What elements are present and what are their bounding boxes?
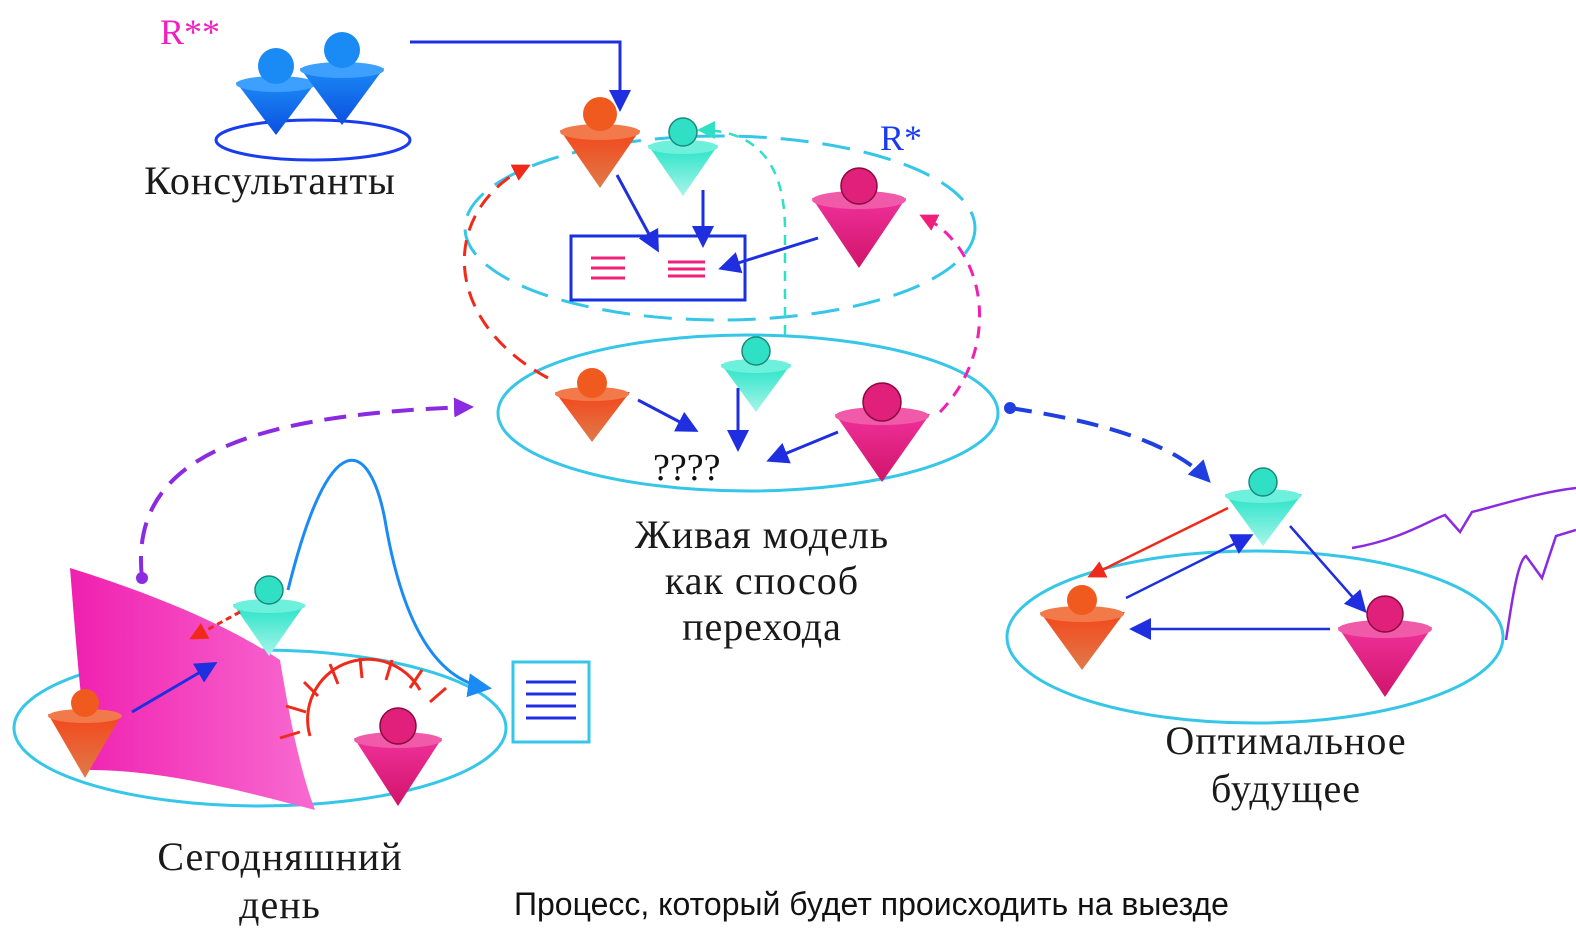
purple-arrow-start-dot [136,572,148,584]
today-group: Сегодняшний день [12,458,591,927]
consultants-ellipse [214,118,412,162]
today-label-line1: Сегодняшний [157,834,402,879]
arrow-teal-to-magenta [1289,525,1367,614]
sun-rays [279,657,447,740]
consultants-group: R** Консультанты [144,12,631,203]
consultants-label: Консультанты [144,158,396,203]
magenta-person-icon [835,382,930,482]
arrow-orange-to-question [637,398,699,432]
loop-arrow-to-document [286,458,492,698]
question-marks: ???? [653,447,720,489]
red-arrow-teal-to-wall [189,610,241,640]
arrow-magenta-to-document [718,236,819,274]
document-icon [569,234,747,302]
arrow-orange-to-document [615,174,659,253]
pink-dashed-feedback-arrow [919,214,981,414]
caption-text: Процесс, который будет происходить на вы… [514,886,1229,922]
magenta-person-icon [1338,595,1432,697]
future-label-line1: Оптимальное [1165,718,1406,763]
teal-person-icon [1225,467,1302,546]
purple-dashed-arrow [139,397,474,579]
teal-person-icon [648,117,718,196]
r-star-dashed-ellipse [463,134,977,322]
live-model-label-line1: Живая модель [635,512,889,557]
arrow-orange-to-wall [131,661,218,714]
future-group: Оптимальное будущее [1005,467,1576,811]
teal-person-icon [233,575,305,656]
barrier-wall [70,568,315,810]
zigzag-line [1504,528,1576,641]
orange-person-icon [1040,585,1125,670]
live-model-ellipse [496,333,1000,493]
r-star-group: R* [463,97,977,335]
live-model-group: ???? Живая модель как способ перехода [462,164,1000,649]
red-arrow-teal-to-orange [1087,506,1229,578]
zigzag-line [1351,486,1576,550]
r-star-label: R* [880,118,922,158]
blue-dashed-arrow [1009,406,1211,483]
orange-person-icon [555,368,630,442]
live-model-label-line3: перехода [682,604,842,649]
arrow-orange-to-teal [1125,534,1254,600]
r-double-star-label: R** [160,12,220,52]
future-label-line2: будущее [1211,766,1361,811]
orange-person-icon [560,97,640,188]
arrow-magenta-to-question [766,430,839,464]
document-icon [511,660,591,744]
teal-person-icon [721,336,791,412]
teal-return-arrow [697,121,787,335]
magenta-person-icon [354,707,442,806]
sun-arc [306,657,422,737]
consultant-person-icon [236,48,316,135]
live-model-label-line2: как способ [665,558,859,603]
consultants-arrow [410,40,631,112]
magenta-person-icon [812,167,906,268]
red-dashed-feedback-arrow [462,164,549,380]
blue-arrow-start-dot [1004,402,1016,414]
future-ellipse [1005,549,1505,725]
orange-person-icon [48,689,122,778]
consultant-person-icon [300,32,384,125]
today-label-line2: день [239,882,321,927]
